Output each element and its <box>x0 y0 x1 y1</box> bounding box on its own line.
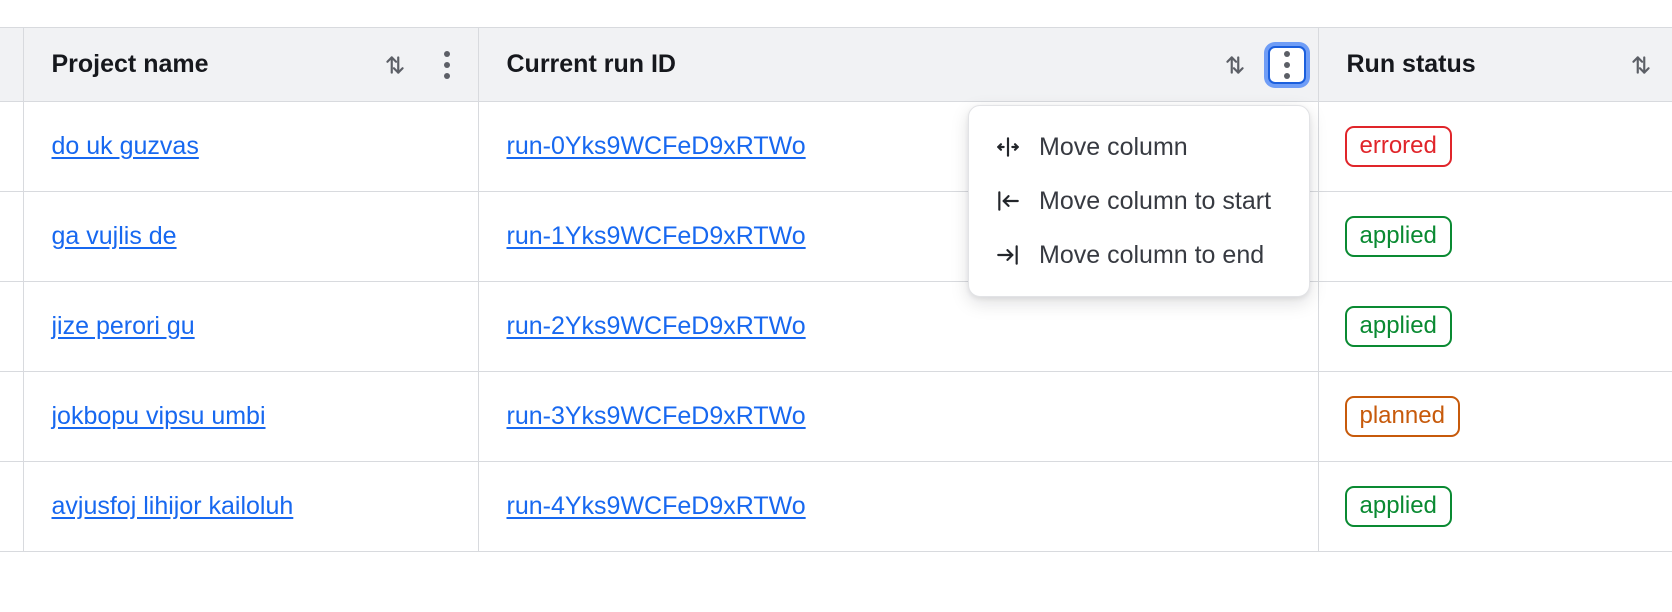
cell-project-name: jize perori gu <box>23 281 479 372</box>
column-options-menu: Move column Move column to start Move co… <box>968 105 1310 297</box>
run-id-link[interactable]: run-1Yks9WCFeD9xRTWo <box>506 222 806 250</box>
kebab-menu-icon <box>443 50 450 79</box>
cell-run-status: planned <box>1318 371 1672 462</box>
cell-project-name: do uk guzvas <box>23 101 479 192</box>
project-name-link[interactable]: ga vujlis de <box>51 222 177 250</box>
table-row: ga vujlis de run-1Yks9WCFeD9xRTWo applie… <box>0 191 1672 282</box>
table-row: jokbopu vipsu umbi run-3Yks9WCFeD9xRTWo … <box>0 371 1672 462</box>
run-id-link[interactable]: run-0Yks9WCFeD9xRTWo <box>506 132 806 160</box>
cell-current-run-id: run-3Yks9WCFeD9xRTWo <box>478 371 1319 462</box>
table-row: do uk guzvas run-0Yks9WCFeD9xRTWo errore… <box>0 101 1672 192</box>
sort-ascending-descending-icon <box>382 52 408 78</box>
status-badge: applied <box>1344 215 1452 258</box>
move-to-end-icon <box>991 242 1025 268</box>
column-header-label-current-run-id: Current run ID <box>506 50 676 78</box>
cell-current-run-id: run-4Yks9WCFeD9xRTWo <box>478 461 1319 552</box>
sort-button-run-status[interactable] <box>1622 46 1660 84</box>
cell-run-status: applied <box>1318 281 1672 372</box>
menu-item-move-column[interactable]: Move column <box>969 120 1309 174</box>
column-header-label-project-name: Project name <box>51 50 209 78</box>
project-name-link[interactable]: avjusfoj lihijor kailoluh <box>51 492 294 520</box>
table-row: avjusfoj lihijor kailoluh run-4Yks9WCFeD… <box>0 461 1672 552</box>
sort-ascending-descending-icon <box>1222 52 1248 78</box>
cell-project-name: avjusfoj lihijor kailoluh <box>23 461 479 552</box>
project-name-link[interactable]: do uk guzvas <box>51 132 199 160</box>
cell-run-status: errored <box>1318 101 1672 192</box>
row-select-gutter-cell <box>0 101 24 192</box>
table-body: do uk guzvas run-0Yks9WCFeD9xRTWo errore… <box>0 101 1672 552</box>
projects-table: Project name <box>0 27 1672 552</box>
table-header: Project name <box>0 27 1672 102</box>
sort-button-project-name[interactable] <box>376 46 414 84</box>
run-id-link[interactable]: run-4Yks9WCFeD9xRTWo <box>506 492 806 520</box>
cell-project-name: ga vujlis de <box>23 191 479 282</box>
status-badge: applied <box>1344 485 1452 528</box>
row-select-gutter-cell <box>0 371 24 462</box>
table-row: jize perori gu run-2Yks9WCFeD9xRTWo appl… <box>0 281 1672 372</box>
column-menu-button-current-run-id[interactable] <box>1267 45 1306 84</box>
column-header-current-run-id: Current run ID <box>478 27 1319 102</box>
status-badge: errored <box>1344 125 1452 168</box>
menu-item-label: Move column <box>1039 132 1188 161</box>
cell-project-name: jokbopu vipsu umbi <box>23 371 479 462</box>
move-to-start-icon <box>991 188 1025 214</box>
move-column-left-right-icon <box>991 134 1025 160</box>
row-select-gutter-cell <box>0 191 24 282</box>
column-header-project-name: Project name <box>23 27 479 102</box>
sort-ascending-descending-icon <box>1628 52 1654 78</box>
row-select-gutter-header <box>0 27 24 102</box>
cell-run-status: applied <box>1318 461 1672 552</box>
cell-run-status: applied <box>1318 191 1672 282</box>
column-menu-button-project-name[interactable] <box>428 46 466 84</box>
row-select-gutter-cell <box>0 461 24 552</box>
row-select-gutter-cell <box>0 281 24 372</box>
run-id-link[interactable]: run-2Yks9WCFeD9xRTWo <box>506 312 806 340</box>
status-badge: applied <box>1344 305 1452 348</box>
column-header-label-run-status: Run status <box>1346 50 1476 78</box>
column-header-run-status: Run status <box>1318 27 1672 102</box>
menu-item-move-column-to-end[interactable]: Move column to end <box>969 228 1309 282</box>
menu-item-label: Move column to end <box>1039 240 1265 269</box>
header-row: Project name <box>0 27 1672 102</box>
projects-table-container: Project name <box>0 27 1672 552</box>
project-name-link[interactable]: jokbopu vipsu umbi <box>51 402 266 430</box>
menu-item-move-column-to-start[interactable]: Move column to start <box>969 174 1309 228</box>
kebab-menu-icon <box>1283 50 1290 79</box>
project-name-link[interactable]: jize perori gu <box>51 312 195 340</box>
sort-button-current-run-id[interactable] <box>1216 46 1254 84</box>
run-id-link[interactable]: run-3Yks9WCFeD9xRTWo <box>506 402 806 430</box>
menu-item-label: Move column to start <box>1039 186 1272 215</box>
status-badge: planned <box>1344 395 1460 438</box>
